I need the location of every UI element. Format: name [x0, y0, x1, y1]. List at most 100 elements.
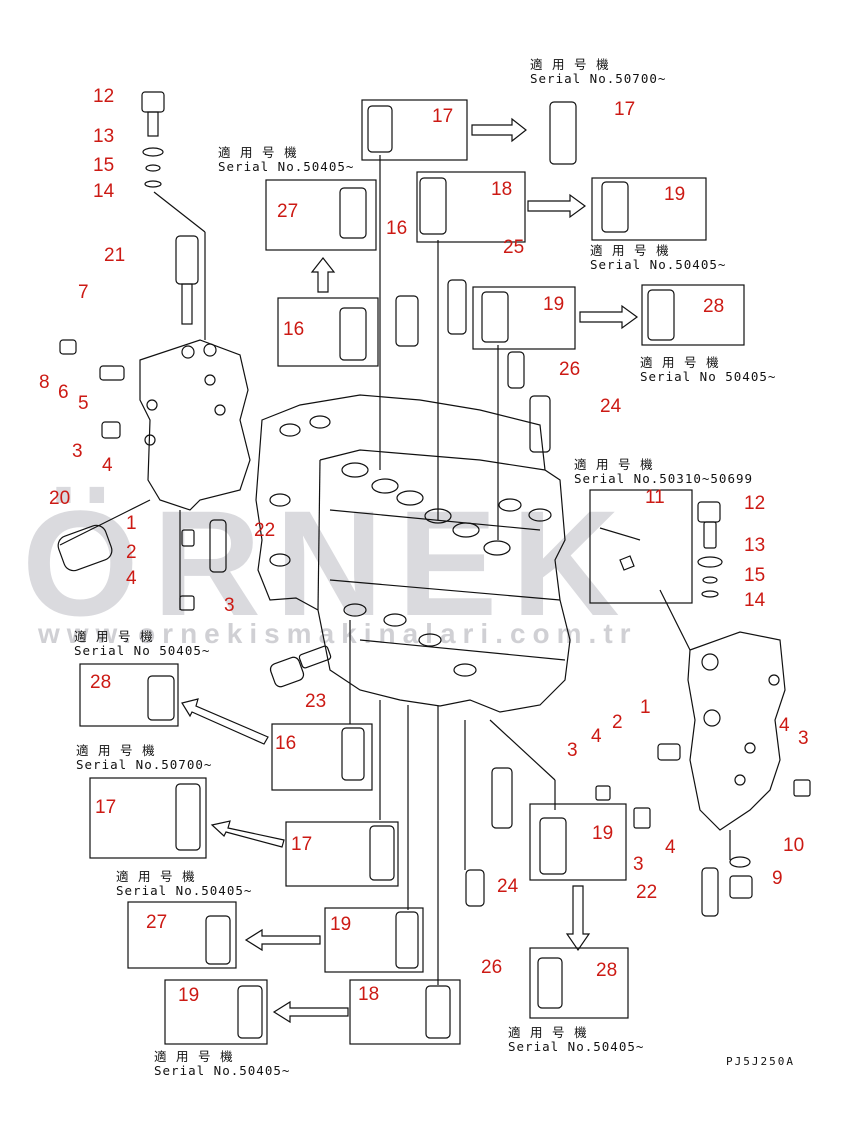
part-number: 28 [596, 960, 618, 981]
part-number: 4 [665, 837, 676, 858]
part-number: 17 [95, 797, 117, 818]
part-number: 20 [49, 488, 71, 509]
part-number: 18 [491, 179, 513, 200]
part-number: 16 [275, 733, 297, 754]
part-number: 4 [591, 726, 602, 747]
part-number: 13 [93, 126, 115, 147]
part-number: 17 [432, 106, 454, 127]
arrow-17-right [471, 117, 527, 143]
part-number: 4 [779, 715, 790, 736]
detail-box-17-top [361, 99, 468, 161]
part-number: 3 [798, 728, 809, 749]
part-number: 4 [126, 568, 137, 589]
part-number: 15 [744, 565, 766, 586]
arrow-19-right [579, 304, 639, 330]
arrow-to-28-left [181, 698, 269, 745]
detail-box-19-upper [591, 177, 707, 241]
part-number: 27 [146, 912, 168, 933]
part-number: 15 [93, 155, 115, 176]
part-number: 12 [93, 86, 115, 107]
part-number: 26 [559, 359, 581, 380]
detail-box-27-upper [265, 179, 377, 251]
part-number: 18 [358, 984, 380, 1005]
part-number: 13 [744, 535, 766, 556]
part-number: 12 [744, 493, 766, 514]
part-number: 19 [178, 985, 200, 1006]
part-number: 11 [645, 487, 665, 508]
arrow-19-down [565, 885, 591, 952]
part-number: 16 [386, 218, 408, 239]
part-number: 27 [277, 201, 299, 222]
detail-box-28-left [79, 663, 179, 727]
part-number: 24 [497, 876, 519, 897]
detail-box-19-lower [324, 907, 424, 973]
detail-box-19-mid [472, 286, 576, 350]
left-valve-section [139, 339, 251, 511]
part-number: 19 [543, 294, 565, 315]
arrow-16-up [310, 257, 336, 293]
part-number: 14 [744, 590, 766, 611]
part-number: 19 [592, 823, 614, 844]
arrow-to-27-left [244, 928, 321, 952]
part-number: 14 [93, 181, 115, 202]
part-number: 5 [78, 393, 89, 414]
part-number: 4 [102, 455, 113, 476]
watermark-url: www.ornekismakinalari.com.tr [38, 618, 638, 649]
part-number: 1 [126, 513, 137, 534]
detail-box-19-right [529, 803, 627, 881]
part-number: 3 [224, 595, 235, 616]
part-number: 26 [481, 957, 503, 978]
detail-box-27-lower [127, 901, 237, 969]
part-number: 10 [783, 835, 805, 856]
part-number: 22 [254, 520, 276, 541]
arrow-to-17-left [210, 820, 285, 848]
part-number: 9 [772, 868, 783, 889]
part-number: 23 [305, 691, 327, 712]
part-number: 7 [78, 282, 89, 303]
part-number: 21 [104, 245, 126, 266]
part-number: 8 [39, 372, 50, 393]
part-number: 3 [567, 740, 578, 761]
arrow-18-right [527, 193, 587, 219]
detail-box-17-left [89, 777, 207, 859]
arrow-to-19-left [272, 1000, 349, 1024]
part-number: 19 [664, 184, 686, 205]
detail-box-16-upper [277, 297, 379, 367]
part-number: 1 [640, 697, 651, 718]
detail-box-18-bottom [349, 979, 461, 1045]
part-number: 16 [283, 319, 305, 340]
part-number: 28 [90, 672, 112, 693]
part-number: 6 [58, 382, 69, 403]
detail-box-28-upper [641, 284, 745, 346]
part-number: 28 [703, 296, 725, 317]
drawing-code: PJ5J250A [726, 1055, 795, 1068]
part-number: 17 [614, 99, 636, 120]
detail-box-17-lower [285, 821, 399, 887]
part-number: 24 [600, 396, 622, 417]
detail-box-16-lower [271, 723, 373, 791]
detail-box-19-bottom [164, 979, 268, 1045]
part-number: 17 [291, 834, 313, 855]
right-valve-section [687, 631, 786, 831]
part-number: 2 [126, 542, 137, 563]
part-number: 25 [503, 237, 525, 258]
watermark-logo: ÖRNEK [22, 479, 634, 647]
part-number: 3 [72, 441, 83, 462]
part-number: 19 [330, 914, 352, 935]
part-number: 22 [636, 882, 658, 903]
part-number: 3 [633, 854, 644, 875]
detail-box-11 [589, 489, 693, 604]
detail-box-18 [416, 171, 526, 243]
main-valve-block [255, 394, 571, 713]
